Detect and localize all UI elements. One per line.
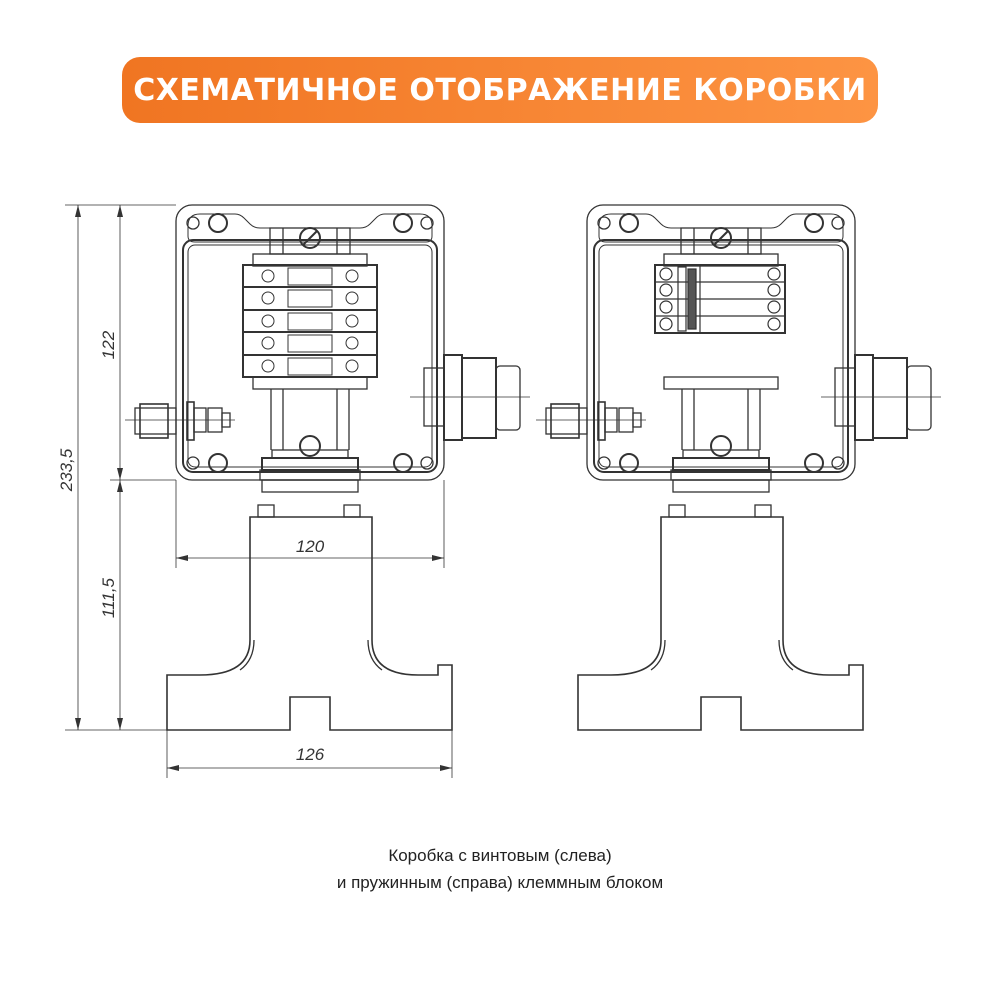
dim-box-width: 120: [296, 537, 325, 556]
caption-line-2: и пружинным (справа) клеммным блоком: [336, 873, 664, 892]
title-banner: СХЕМАТИЧНОЕ ОТОБРАЖЕНИЕ КОРОБКИ: [122, 57, 878, 123]
spring-terminal-block: [654, 264, 786, 334]
dim-box-height: 122: [99, 330, 118, 359]
dim-base-width: 126: [296, 745, 325, 764]
caption: Коробка с винтовым (слева) и пружинным (…: [0, 842, 1000, 896]
title-text: СХЕМАТИЧНОЕ ОТОБРАЖЕНИЕ КОРОБКИ: [133, 72, 867, 108]
box-screw-terminal: [124, 204, 531, 731]
box-spring-terminal: [535, 204, 942, 731]
dim-total-height: 233,5: [57, 448, 76, 492]
caption-line-1: Коробка с винтовым (слева): [388, 846, 612, 865]
screw-terminal-block: [242, 264, 378, 378]
dim-stand-height: 111,5: [99, 577, 118, 618]
dimension-lines: [65, 204, 453, 778]
